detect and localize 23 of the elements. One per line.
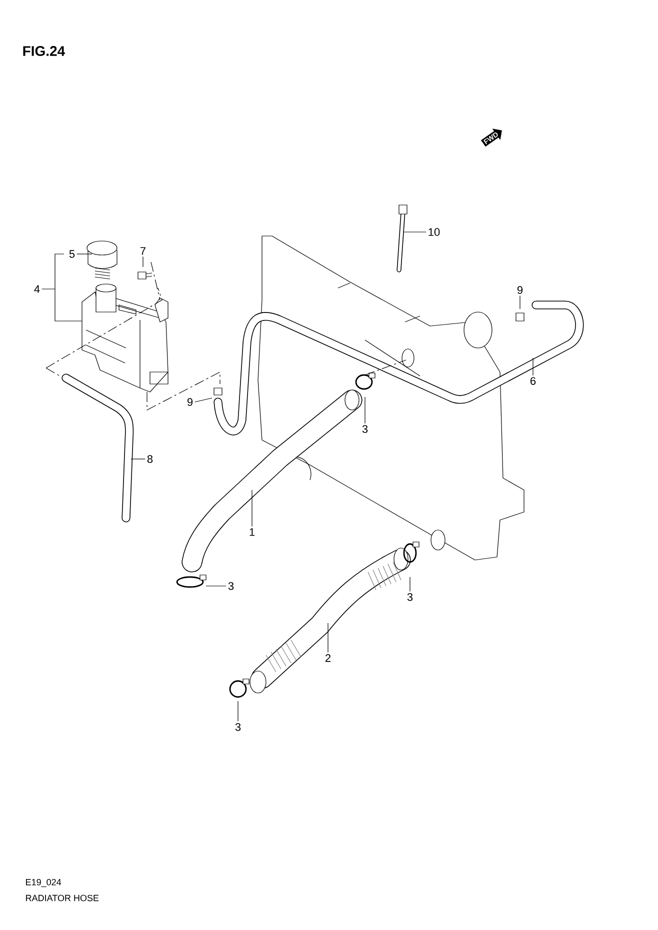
callout-number: 3 xyxy=(235,723,241,731)
callout-number: 3 xyxy=(228,582,234,590)
callout-number: 7 xyxy=(140,247,146,255)
leader-line xyxy=(42,254,82,322)
reference-code: E19_024 xyxy=(26,878,62,888)
leader-line xyxy=(532,358,534,376)
callout-number: 3 xyxy=(362,425,368,433)
figure-caption: RADIATOR HOSE xyxy=(26,894,99,902)
callout-number: 1 xyxy=(250,528,255,536)
callout-number: 4 xyxy=(34,285,40,293)
leader-line xyxy=(142,256,144,268)
callout-number: 8 xyxy=(147,455,153,463)
leader-line xyxy=(194,398,212,402)
callout-number: 9 xyxy=(517,286,523,294)
figure-title: FIG.24 xyxy=(23,46,66,56)
leader-line xyxy=(364,396,366,424)
leader-line xyxy=(130,458,146,460)
callout-number: 10 xyxy=(428,228,440,236)
callout-number: 9 xyxy=(187,398,193,406)
callout-number: 3 xyxy=(407,593,413,601)
callout-number: 6 xyxy=(530,377,536,385)
callout-number: 2 xyxy=(325,654,330,662)
callout-number: 5 xyxy=(69,250,75,258)
